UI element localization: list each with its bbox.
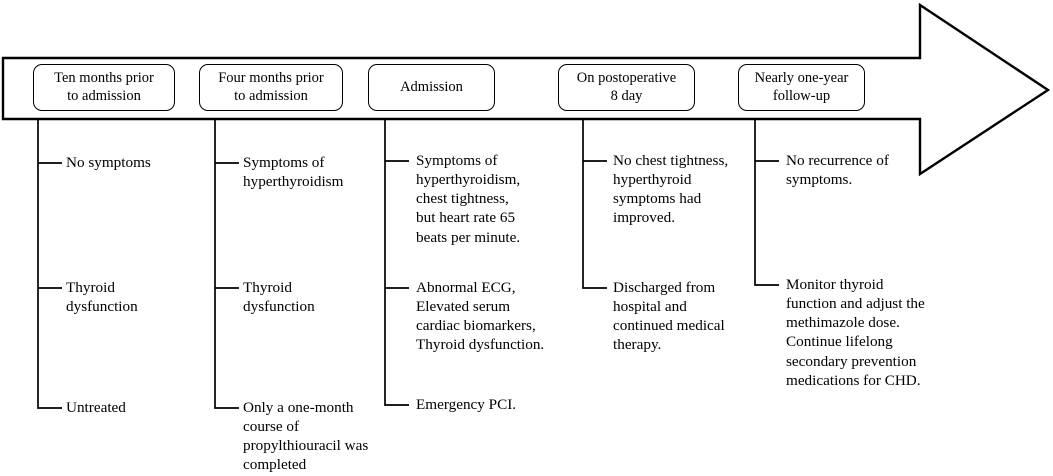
entry-postoperative-1: No chest tightness, hyperthyroid symptom…: [613, 152, 729, 227]
milestone-box-four-months-prior[interactable]: Four months prior to admission: [199, 64, 343, 111]
milestone-box-admission[interactable]: Admission: [368, 64, 495, 111]
entry-four-months-2: Thyroid dysfunction: [243, 279, 315, 316]
entry-ten-months-3: Untreated: [66, 399, 126, 416]
entry-follow-up-2: Monitor thyroid function and adjust the …: [786, 276, 925, 389]
entry-four-months-1: Symptoms of hyperthyroidism: [243, 154, 344, 191]
entry-admission-3: Emergency PCI.: [416, 396, 517, 413]
entry-postoperative-2: Discharged from hospital and continued m…: [613, 279, 725, 354]
entry-admission-1: Symptoms of hyperthyroidism, chest tight…: [416, 152, 521, 246]
entry-ten-months-2: Thyroid dysfunction: [66, 279, 138, 316]
entry-four-months-3: Only a one-month course of propylthioura…: [243, 399, 369, 474]
milestone-box-postoperative-day-8[interactable]: On postoperative 8 day: [558, 64, 695, 111]
entry-ten-months-1: No symptoms: [66, 154, 151, 171]
milestone-box-ten-months-prior[interactable]: Ten months prior to admission: [33, 64, 175, 111]
entry-follow-up-1: No recurrence of symptoms.: [786, 152, 889, 189]
entry-admission-2: Abnormal ECG, Elevated serum cardiac bio…: [416, 279, 545, 354]
milestone-box-nearly-one-year-follow-up[interactable]: Nearly one-year follow-up: [738, 64, 865, 111]
